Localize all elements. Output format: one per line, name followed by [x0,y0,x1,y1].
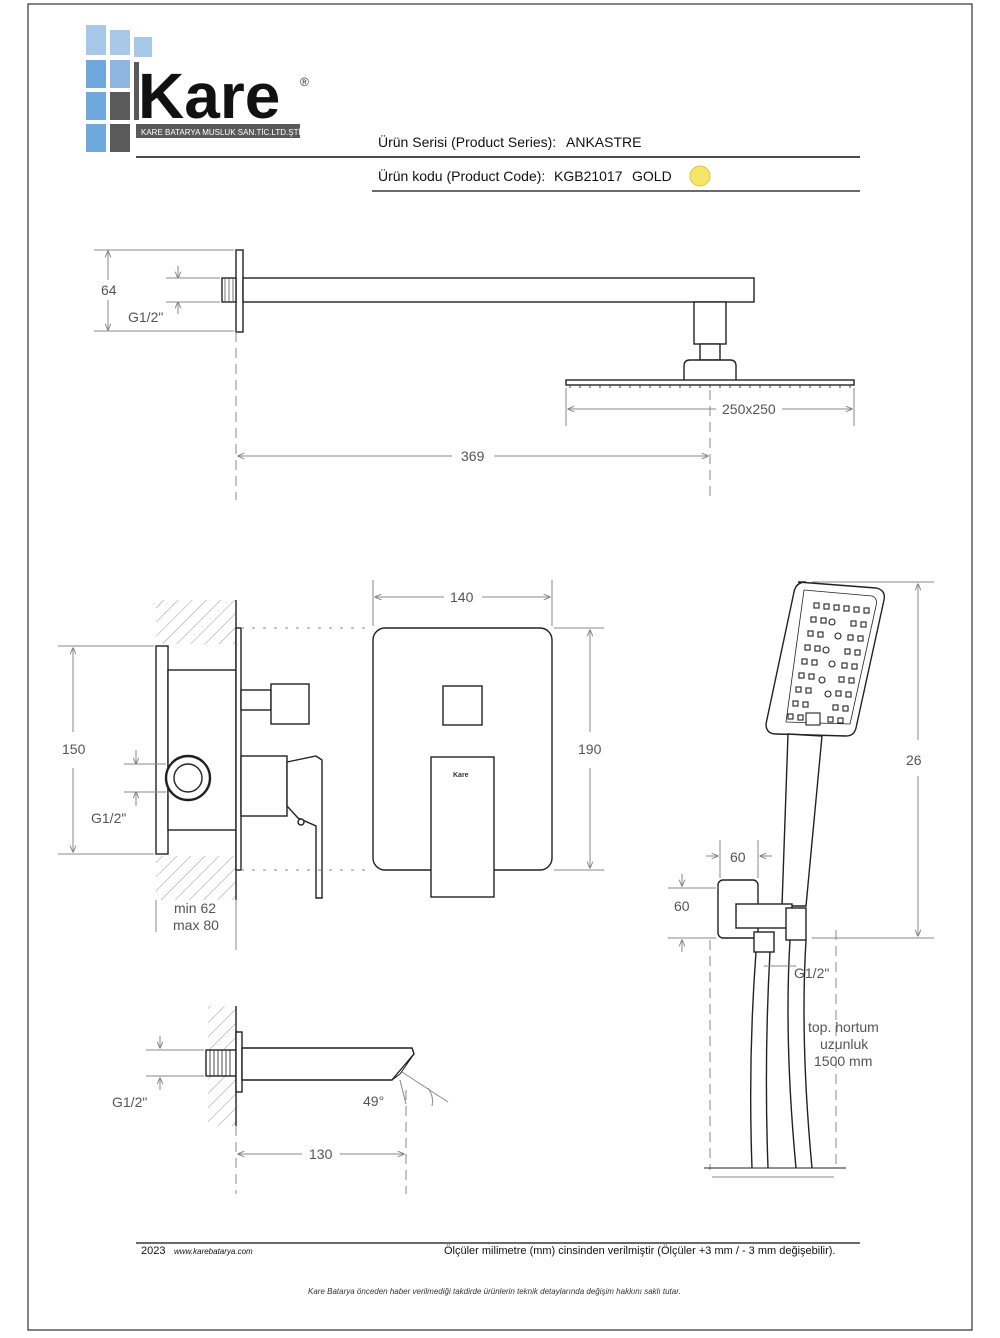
hose-length-line1: top. hortum [808,1019,879,1035]
page-frame [27,3,973,1331]
arm-height-label: 64 [101,282,117,298]
concealed-box-drawing [155,627,323,899]
arm-thread-label: G1/2" [128,309,163,325]
hose-length-line3: 1500 mm [814,1053,872,1069]
brand-name: Kare [138,60,280,132]
hand-shower-dimension-lines [668,581,934,1178]
finish-value: GOLD [632,168,672,184]
spout-length-label: 130 [309,1146,333,1162]
product-header: Ürün Serisi (Product Series): ANKASTRE Ü… [136,133,860,192]
footer-units-note: Ölçüler milimetre (mm) cinsinden verilmi… [444,1245,835,1257]
wall-depth-min-label: min 62 [174,900,216,916]
hose-thread-label: G1/2" [794,965,829,981]
holder-width-label: 60 [730,849,746,865]
hand-height-label: 26 [906,752,922,768]
plate-brand-mark: Kare [453,772,469,779]
code-value: KGB21017 [554,168,623,184]
box-dimension-lines [58,627,368,950]
spout-drawing [205,1031,415,1093]
spout-angle-label: 49° [363,1093,384,1109]
arm-dimension-lines [94,249,855,500]
arm-length-label: 369 [461,448,485,464]
footer-website: www.karebatarya.com [174,1247,253,1256]
box-height-label: 150 [62,741,86,757]
kare-logo: Kare ® KARE BATARYA MUSLUK SAN.TİC.LTD.Ş… [86,25,309,152]
box-thread-label: G1/2" [91,810,126,826]
brand-tagline: KARE BATARYA MUSLUK SAN.TİC.LTD.ŞTİ. [141,128,303,137]
code-label: Ürün kodu (Product Code): [378,167,545,184]
footer-year: 2023 [141,1245,165,1257]
hand-shower-drawing [717,581,886,1169]
holder-height-label: 60 [674,898,690,914]
plate-height-label: 190 [578,741,602,757]
spout-thread-label: G1/2" [112,1094,147,1110]
hand-shower-nozzles [787,602,870,726]
wall-depth-max-label: max 80 [173,917,219,933]
gold-finish-swatch [689,165,711,187]
plate-width-label: 140 [450,589,474,605]
wall-hatching [156,600,237,900]
series-label: Ürün Serisi (Product Series): [378,133,556,150]
shower-arm-drawing [221,249,855,386]
footer: 2023 www.karebatarya.com Ölçüler milimet… [136,1242,860,1296]
head-size-label: 250x250 [722,401,776,417]
registered-mark: ® [300,75,309,89]
cover-plate-drawing [372,627,553,898]
series-value: ANKASTRE [566,134,641,150]
hose-length-line2: uzunluk [820,1036,869,1052]
spout-dimension-lines [146,1036,449,1194]
plate-dimension-lines [372,580,604,871]
shower-head-nozzles [569,385,851,388]
footer-disclaimer: Kare Batarya önceden haber verilmediği t… [308,1287,681,1296]
